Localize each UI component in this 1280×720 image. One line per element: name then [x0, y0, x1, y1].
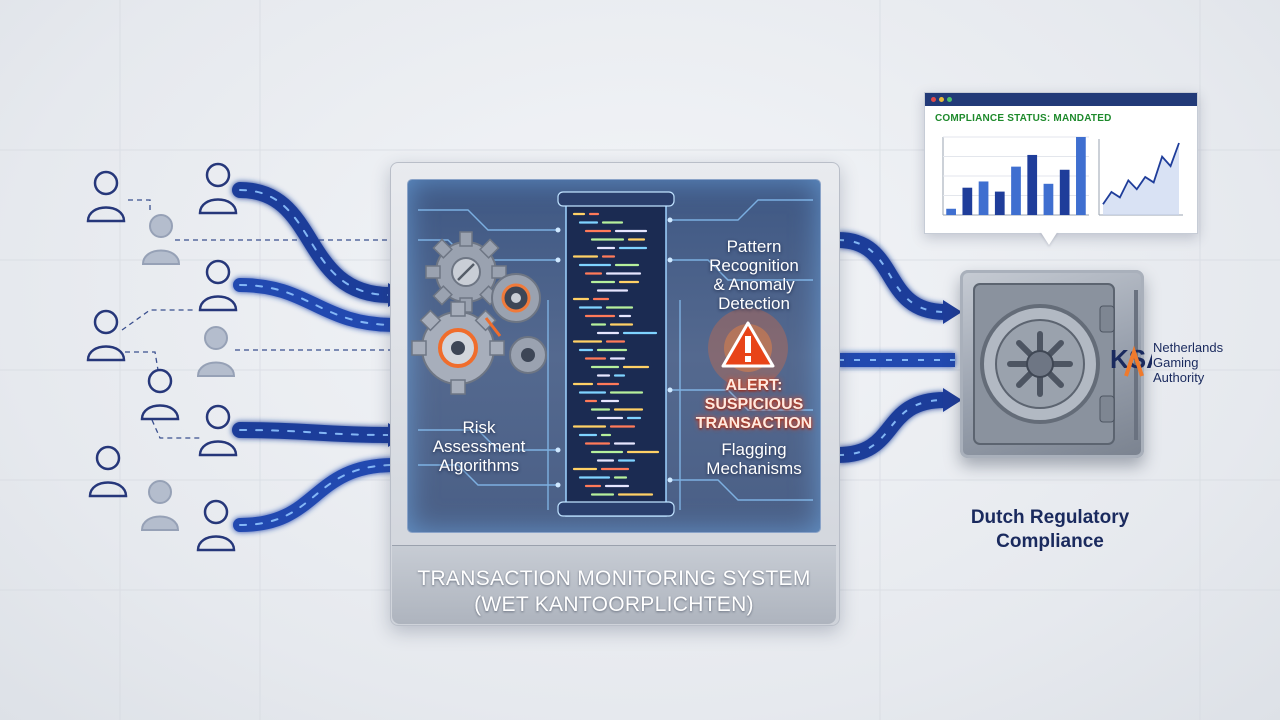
bar-mark	[978, 181, 989, 215]
vault-door-icon	[973, 283, 1138, 445]
authority-name: Netherlands Gaming Authority	[1153, 340, 1224, 385]
code-scroll	[557, 191, 675, 517]
user-icon	[140, 368, 180, 421]
gear-icon	[425, 231, 507, 313]
regulatory-vault	[960, 270, 1144, 458]
popup-pointer	[1040, 231, 1058, 245]
user-connections	[121, 199, 398, 439]
bar-mark	[1027, 154, 1038, 215]
outgoing-arrows	[837, 232, 962, 463]
bar-mark	[1076, 137, 1086, 215]
system-circuitry	[411, 191, 813, 517]
window-dot-icon	[939, 97, 944, 102]
user-icons	[86, 162, 238, 552]
user-icon	[86, 309, 126, 362]
bar-mark	[1059, 169, 1070, 215]
system-title: TRANSACTION MONITORING SYSTEM (WET KANTO…	[417, 567, 811, 616]
compliance-charts	[942, 136, 1183, 216]
gear-icon	[491, 273, 541, 323]
user-icon	[140, 480, 180, 531]
gear-icon	[509, 336, 547, 374]
system-base-panel	[392, 545, 836, 624]
window-titlebar	[925, 93, 1197, 106]
user-icon	[198, 404, 238, 457]
user-icon	[88, 445, 128, 498]
line-series	[1102, 142, 1180, 205]
user-icon	[86, 170, 126, 223]
window-dot-icon	[931, 97, 936, 102]
window-dot-icon	[947, 97, 952, 102]
system-screen	[408, 180, 820, 532]
authority-logo: KSA	[1110, 344, 1152, 377]
bar-mark	[962, 187, 973, 215]
incoming-arrows	[232, 182, 411, 532]
compliance-status-text: COMPLIANCE STATUS: MANDATED	[935, 113, 1112, 124]
user-icon	[196, 326, 236, 377]
bar-chart	[942, 136, 1089, 216]
user-icon	[141, 214, 181, 265]
user-icon	[198, 259, 238, 312]
gear-icon	[411, 301, 505, 395]
user-icon	[196, 499, 236, 552]
bar-mark	[994, 191, 1005, 215]
bar-mark	[1043, 183, 1054, 215]
warning-icon	[721, 321, 775, 368]
line-area	[1103, 143, 1179, 215]
bar-mark	[946, 208, 956, 215]
line-chart	[1098, 139, 1183, 216]
dutch-regulatory-compliance-title: Dutch Regulatory Compliance	[970, 507, 1130, 552]
compliance-status-window: COMPLIANCE STATUS: MANDATED	[924, 92, 1198, 234]
bar-mark	[1011, 166, 1021, 215]
user-icon	[198, 162, 238, 215]
